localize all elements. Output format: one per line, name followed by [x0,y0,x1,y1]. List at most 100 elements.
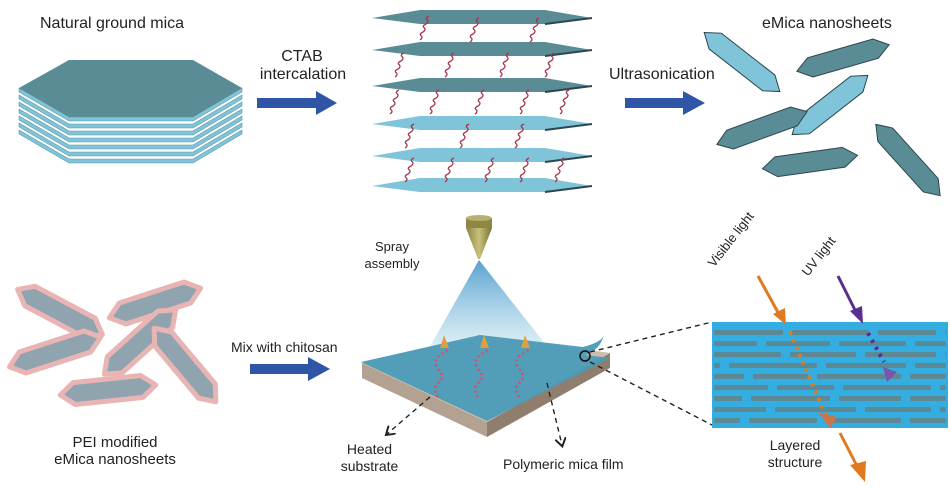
arrow-ultrasonication [625,91,705,115]
mica-platelet [777,385,834,390]
mica-platelet [790,352,856,357]
emica-sheet [791,74,869,136]
emica-sheet [703,31,781,93]
label-pei-2: eMica nanosheets [54,451,176,468]
mica-platelet [714,363,720,368]
ctab-chain [429,89,440,115]
pei-sheet [6,328,104,376]
ctab-chain [459,123,470,149]
ctab-intercalated-layers [372,10,593,193]
mica-platelet [940,407,946,412]
layered-structure [712,322,948,428]
mica-platelet [915,363,946,368]
ctab-chain [519,157,530,183]
mica-platelet [865,352,936,357]
ctab-chain [529,17,540,43]
mica-platelet [714,341,757,346]
mica-platelet [714,374,744,379]
mica-platelet [940,385,946,390]
ctab-chain [544,52,555,78]
label-mix-chitosan: Mix with chitosan [231,339,338,355]
mica-layer [18,101,243,136]
mica-platelet [714,407,766,412]
label-ctab: CTAB [281,48,323,65]
arrow-mix-chitosan [250,357,330,381]
mica-top [19,60,242,117]
label-natural-mica: Natural ground mica [40,15,185,32]
heat-wave [514,348,530,398]
label-substrate: substrate [340,458,399,474]
ctab-chain [444,157,455,183]
pei-sheet [57,373,159,407]
mica-layer [18,115,243,150]
heat-arrowhead [440,335,449,348]
mica-platelet [945,330,946,335]
label-intercalation: intercalation [259,66,347,83]
spray-nozzle-icon [466,215,492,259]
ctab-layer [372,148,592,162]
mica-platelet [839,341,906,346]
ctab-chain [519,89,530,115]
label-emica-nanosheets: eMica nanosheets [762,15,892,32]
ctab-layer [372,10,592,24]
uv-light-arrow [836,275,897,382]
zoom-circle [579,350,591,362]
emica-sheet [796,38,890,78]
mica-platelet [865,407,931,412]
ctab-chain [419,15,430,41]
ctab-chain [554,157,565,183]
mica-platelet [792,330,869,335]
mica-layer [18,122,243,157]
ctab-layer [372,178,592,192]
emica-sheet [716,106,808,150]
heat-wave [473,348,489,398]
label-ultrasonication: Ultrasonication [609,66,715,83]
label-layered: Layered [769,437,821,453]
mica-platelet [839,396,901,401]
mica-platelet [766,341,830,346]
heat-arrowhead [521,335,530,348]
mica-platelet [714,418,740,423]
emica-nanosheets [703,31,941,197]
mica-platelet [817,374,901,379]
mica-platelet [945,352,946,357]
pei-sheet [101,307,179,377]
pei-sheet [15,283,105,341]
pei-sheet [106,279,204,327]
dashed-callouts [387,321,713,445]
heat-arrowhead [480,335,489,348]
polymeric-mica-film [361,335,610,421]
mica-platelet [843,385,931,390]
ctab-layer [372,78,592,92]
ctab-chain [559,89,570,115]
mica-layer [18,94,243,129]
label-spray: Spray [375,239,409,254]
mica-platelet [714,385,768,390]
mica-platelet [729,363,817,368]
mica-platelet [749,418,817,423]
ctab-layer [372,116,592,130]
label-polymeric-mica-film: Polymeric mica film [503,456,624,472]
mica-platelet [910,418,946,423]
spray-cone [428,260,550,350]
mica-platelet [826,418,901,423]
mica-platelet [714,330,783,335]
ctab-chain [444,52,455,78]
mica-platelet [915,341,946,346]
mica-platelet [753,374,808,379]
label-heated: Heated [346,441,393,457]
mica-platelet [910,396,946,401]
mica-platelet [910,374,946,379]
ctab-chain [474,89,485,115]
mica-layer [18,129,243,164]
mica-platelet [826,363,906,368]
ctab-chain [469,17,480,43]
mica-platelet [714,396,742,401]
mica-platelet [751,396,830,401]
emica-sheet [761,146,859,178]
mica-platelet [878,330,936,335]
ctab-chain [389,89,400,115]
arrow-ctab [257,91,337,115]
ctab-chain [499,52,510,78]
